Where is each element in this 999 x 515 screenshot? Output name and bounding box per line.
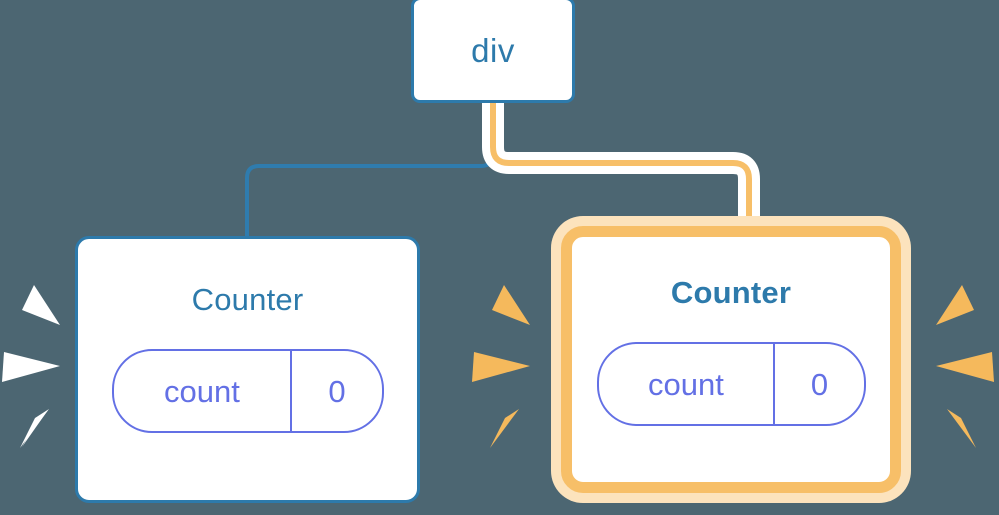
state-key-count: count bbox=[648, 366, 724, 402]
state-pill-counter-right[interactable]: count 0 bbox=[596, 342, 866, 426]
node-counter-left-label: Counter bbox=[191, 282, 304, 317]
state-key-count: count bbox=[164, 373, 240, 409]
state-value-count: 0 bbox=[773, 344, 863, 424]
edge-div-to-counter-right bbox=[490, 99, 752, 239]
node-counter-left[interactable]: Counter count 0 bbox=[75, 236, 420, 503]
edge-div-to-counter-left bbox=[245, 100, 495, 238]
state-pill-counter-left[interactable]: count 0 bbox=[111, 349, 384, 433]
node-counter-right[interactable]: Counter count 0 bbox=[561, 226, 901, 493]
node-div-label: div bbox=[471, 31, 515, 69]
state-value-count: 0 bbox=[290, 351, 381, 431]
edge-div-to-counter-right-halo bbox=[482, 91, 760, 247]
node-div[interactable]: div bbox=[411, 0, 575, 103]
node-counter-right-label: Counter bbox=[670, 275, 792, 310]
